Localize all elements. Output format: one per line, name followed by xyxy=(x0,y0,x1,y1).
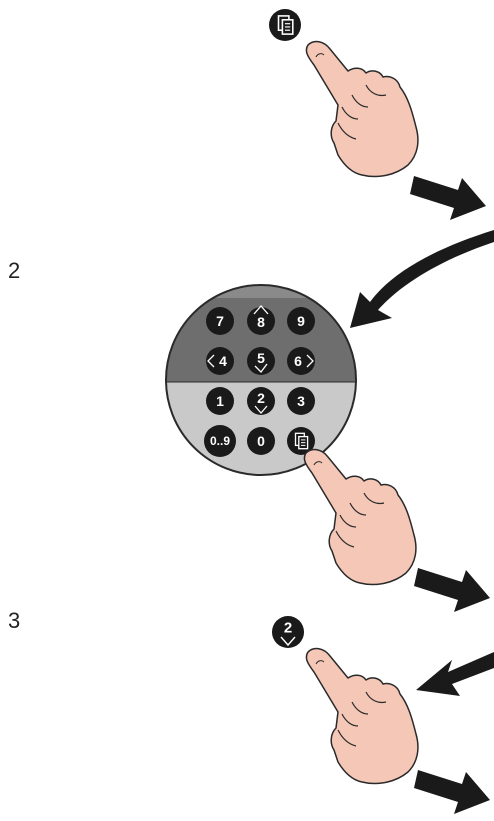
keypad: 7 8 9 4 5 6 1 2 3 0..9 xyxy=(160,280,365,482)
pointing-hand-icon xyxy=(306,42,418,177)
key-5-label: 5 xyxy=(257,350,265,366)
key-9-label: 9 xyxy=(297,313,305,329)
key-2-step3-label: 2 xyxy=(284,620,292,637)
arrow-down-right-icon xyxy=(410,176,486,220)
step-1 xyxy=(269,9,486,220)
arrow-down-right-icon xyxy=(414,770,490,814)
pointing-hand-icon xyxy=(304,450,416,585)
arrow-down-right-icon xyxy=(414,568,490,612)
key-7-label: 7 xyxy=(216,313,224,329)
step-2: 7 8 9 4 5 6 1 2 3 0..9 xyxy=(160,230,494,612)
key-1-label: 1 xyxy=(216,393,224,409)
key-0-9-label: 0..9 xyxy=(210,434,230,448)
arrow-left-icon xyxy=(416,652,494,696)
key-4-label: 4 xyxy=(219,353,227,369)
step-3: 2 xyxy=(272,616,494,814)
key-3-label: 3 xyxy=(297,393,305,409)
curved-arrow-icon xyxy=(350,230,494,328)
key-8-label: 8 xyxy=(257,314,265,330)
key-0-label: 0 xyxy=(257,433,265,449)
key-6-label: 6 xyxy=(294,353,302,369)
key-2-label: 2 xyxy=(257,390,265,406)
pointing-hand-icon xyxy=(306,649,418,784)
